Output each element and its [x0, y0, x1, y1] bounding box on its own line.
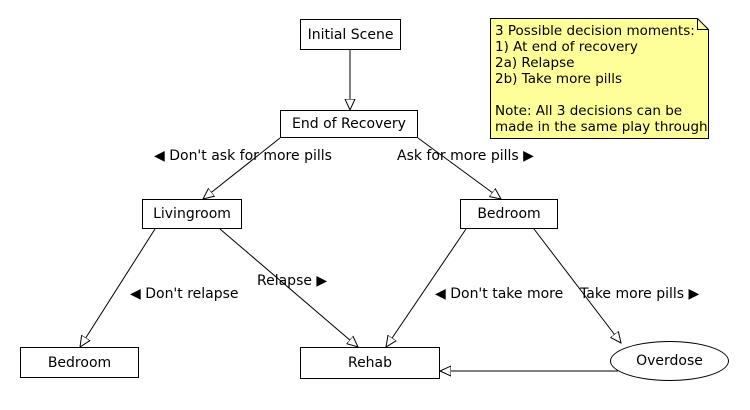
node-end-of-recovery[interactable]: End of Recovery [280, 110, 418, 138]
note-line: 2b) Take more pills [495, 71, 623, 87]
note-line: 3 Possible decision moments: [495, 23, 695, 39]
edge-label-dont-take-more: ◀ Don't take more [435, 286, 564, 302]
edge-recovery-to-bedroom [417, 137, 501, 199]
node-initial-scene[interactable]: Initial Scene [300, 19, 401, 50]
edge-bedroom-to-overdose [533, 228, 621, 343]
edge-livingroom-to-rehab [219, 228, 358, 347]
edge-livingroom-to-bedroom [80, 228, 156, 347]
note-line: 1) At end of recovery [495, 39, 638, 55]
node-rehab[interactable]: Rehab [300, 347, 440, 379]
node-bedroom-lower[interactable]: Bedroom [20, 347, 139, 378]
edge-label-ask: Ask for more pills ▶ [397, 148, 534, 164]
note-line: 2a) Relapse [495, 55, 575, 71]
node-livingroom[interactable]: Livingroom [142, 199, 242, 229]
edge-recovery-to-livingroom [203, 137, 281, 199]
edge-label-take-more: Take more pills ▶ [580, 286, 700, 302]
edge-label-relapse: Relapse ▶ [257, 273, 328, 289]
note-box: 3 Possible decision moments: 1) At end o… [490, 18, 709, 139]
note-line: Note: All 3 decisions can be [495, 103, 683, 119]
edge-bedroom-to-rehab [386, 228, 467, 347]
edge-label-dont-ask: ◀ Don't ask for more pills [154, 148, 332, 164]
note-line: made in the same play through [495, 119, 708, 135]
node-overdose[interactable]: Overdose [610, 341, 729, 381]
edge-label-dont-relapse: ◀ Don't relapse [130, 286, 239, 302]
node-bedroom-upper[interactable]: Bedroom [460, 199, 558, 229]
note-line [495, 87, 709, 103]
note-shape [490, 18, 709, 139]
